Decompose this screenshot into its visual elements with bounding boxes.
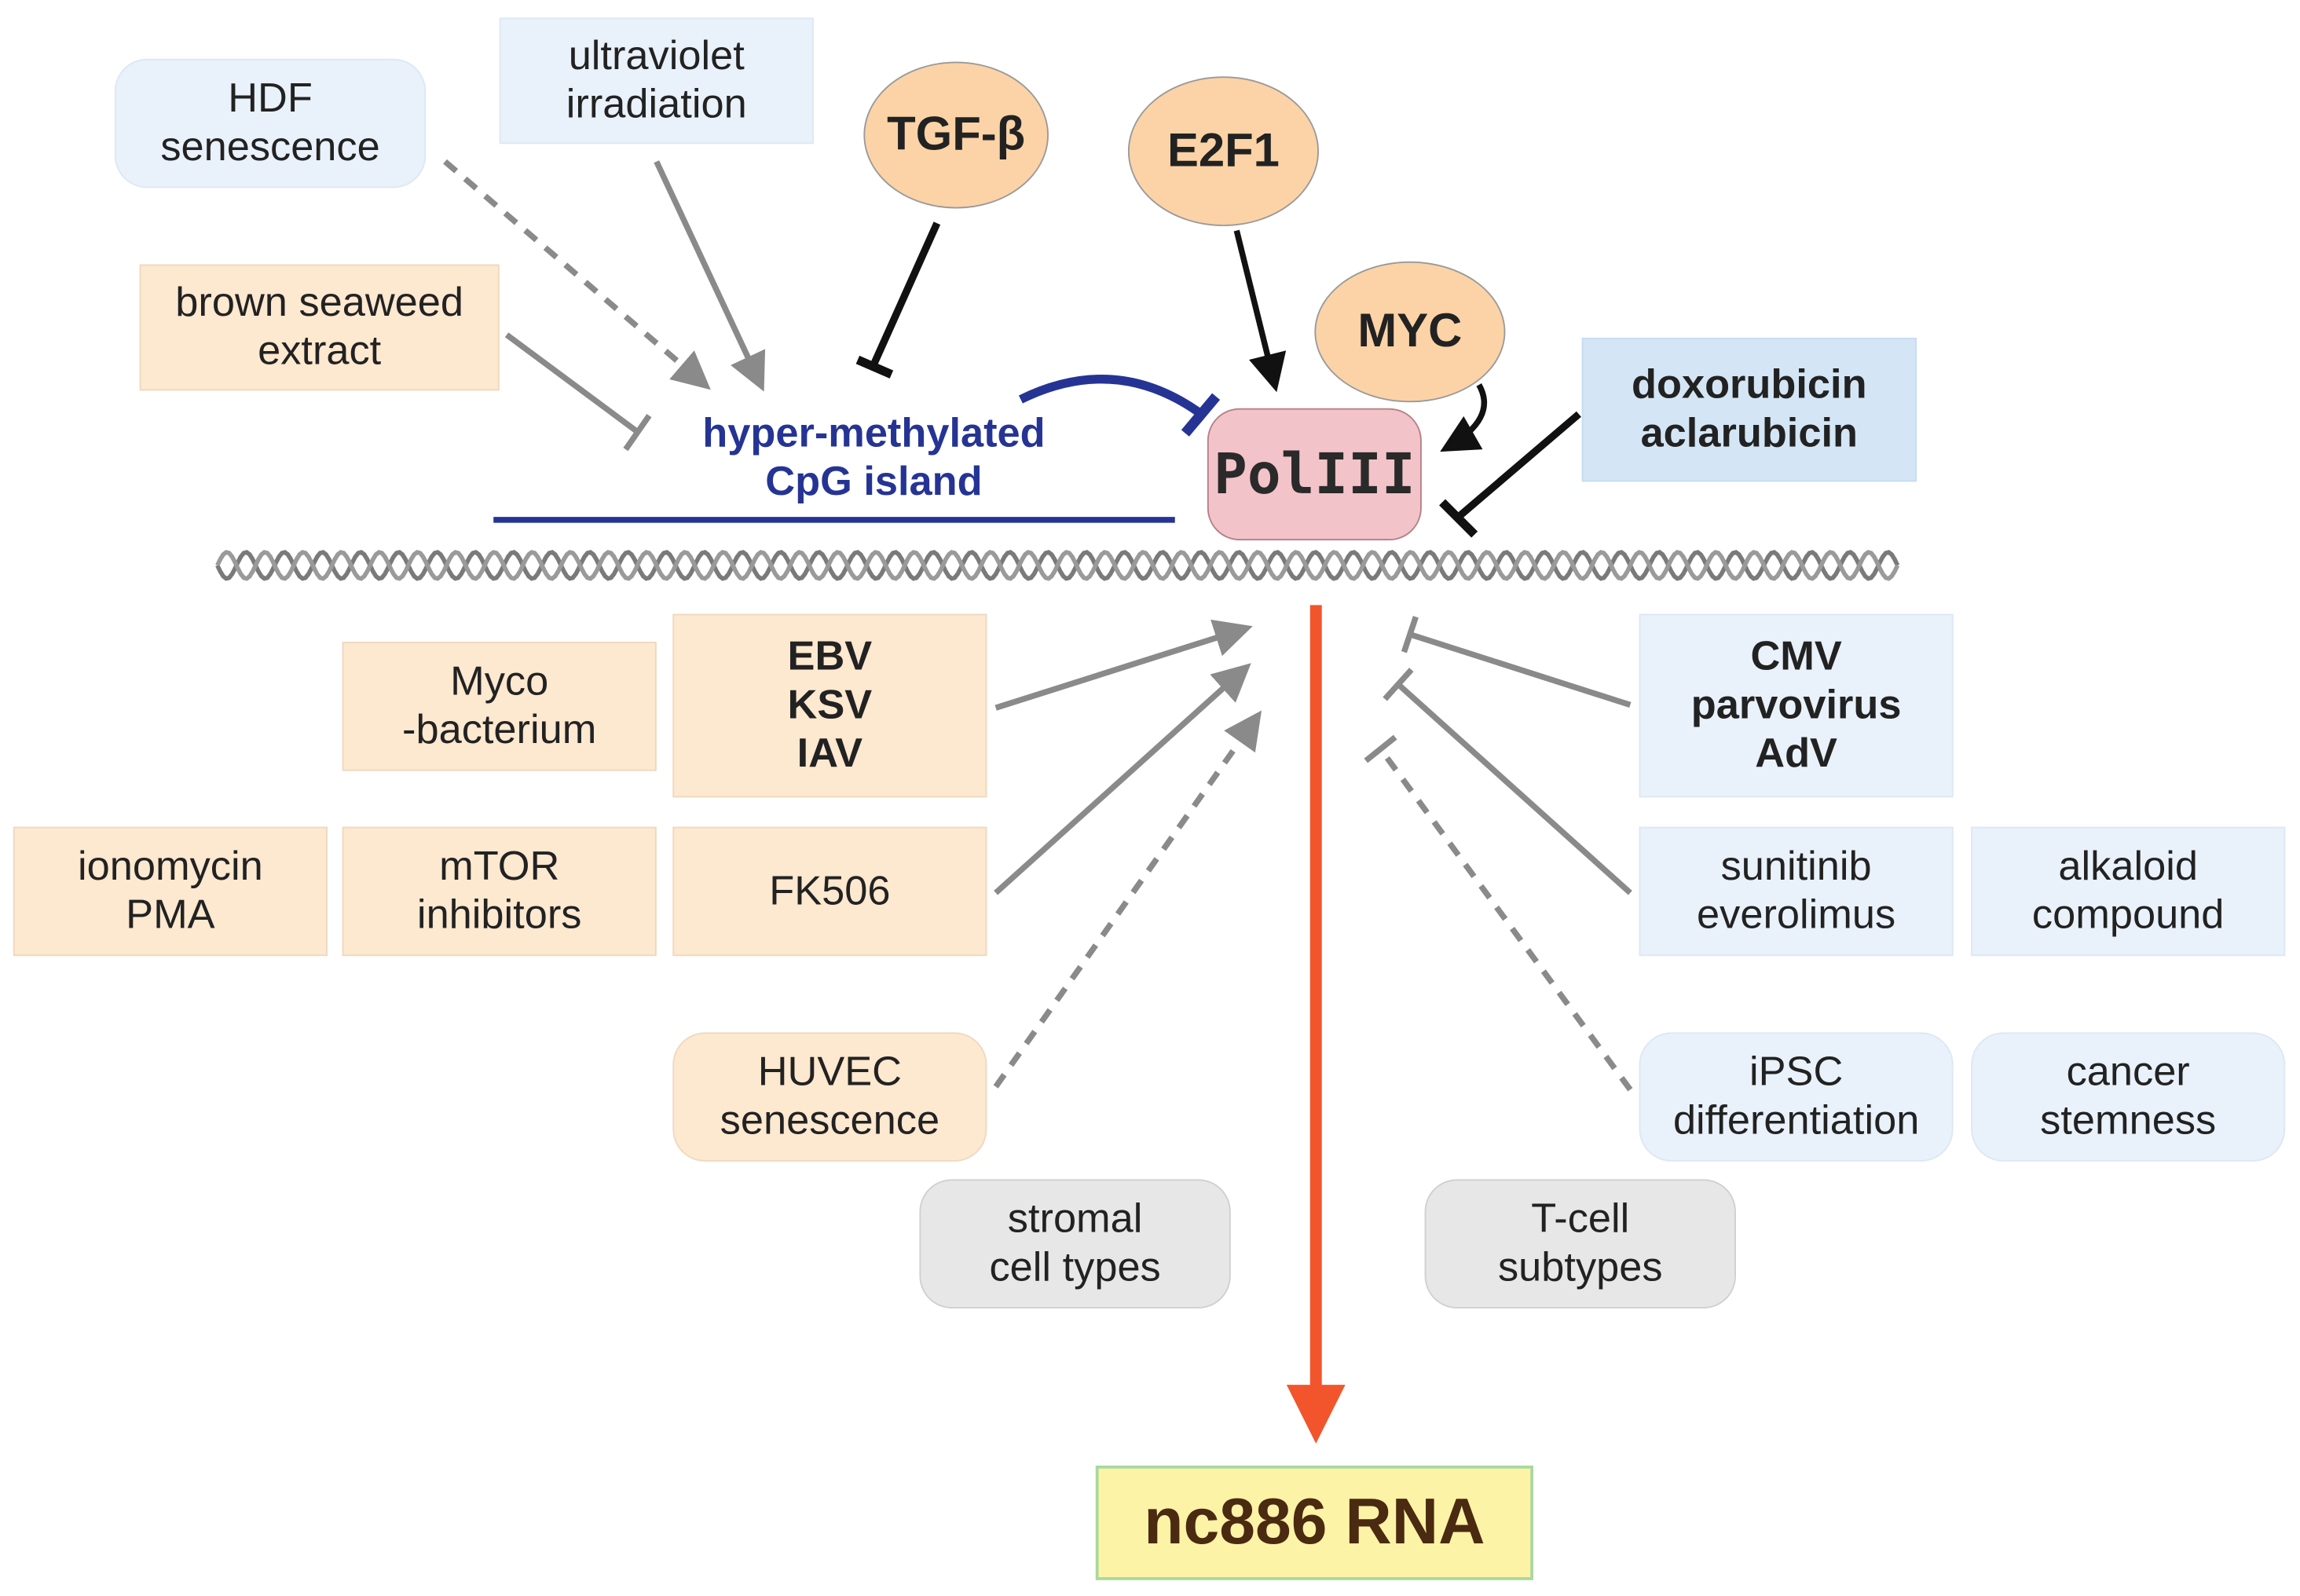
node-e2f1: E2F1 [1127,76,1319,226]
edge-cpg-to-pol3-bar [1181,393,1221,437]
node-myco-bacterium: Myco -bacterium [342,642,657,771]
edge-sunitinib-to-pol3 [1396,682,1632,895]
node-ionomycin-pma-label: ionomycin PMA [78,843,263,937]
node-brown-seaweed: brown seaweed extract [139,264,500,391]
node-tgf-beta-label: TGF-β [887,108,1026,161]
node-stromal-cell-types-label: stromal cell types [989,1195,1161,1290]
edge-huvec-to-pol3 [993,710,1262,1089]
node-alkaloid-compound: alkaloid compound [1971,826,2286,957]
node-uv-irradiation: ultraviolet irradiation [499,17,814,145]
node-cmv-parvovirus-adv: CMV parvovirus AdV [1639,613,1954,798]
node-huvec-senescence: HUVEC senescence [672,1032,987,1162]
node-tcell-subtypes: T-cell subtypes [1424,1179,1736,1309]
node-hdf-senescence: HDF senescence [114,58,427,189]
node-hdf-senescence-label: HDF senescence [160,75,380,170]
node-e2f1-label: E2F1 [1166,123,1280,177]
node-myco-bacterium-label: Myco -bacterium [402,658,597,752]
node-cmv-parvovirus-adv-label: CMV parvovirus AdV [1690,633,1902,775]
node-tgf-beta: TGF-β [863,61,1049,209]
node-mtor-inhibitors: mTOR inhibitors [342,826,657,957]
edge-tgf-beta-to-cpg-bar [855,355,894,379]
node-mtor-inhibitors-label: mTOR inhibitors [416,843,582,937]
edge-fk506-to-pol3 [994,663,1251,895]
edge-brown-seaweed-to-cpg-bar [623,413,652,452]
node-fk506-label: FK506 [769,867,891,913]
node-cpg-island-label: hyper-methylated CpG island [702,410,1046,504]
node-brown-seaweed-label: brown seaweed extract [175,279,464,373]
node-nc886-rna: nc886 RNA [1095,1465,1533,1580]
node-myc: MYC [1314,261,1506,403]
edge-doxorubicin-to-pol3 [1456,411,1581,520]
node-ebv-ksv-iav-label: EBV KSV IAV [787,633,873,775]
edge-cpg-to-pol3 [1018,375,1204,418]
edge-tgf-beta-to-cpg [870,221,941,366]
node-alkaloid-compound-label: alkaloid compound [2031,843,2225,937]
edge-doxorubicin-to-pol3-bar [1439,499,1478,538]
edge-hdf-senescence-to-cpg [443,159,711,390]
edge-ipsc-to-pol3-bar [1364,734,1397,763]
node-ebv-ksv-iav: EBV KSV IAV [672,613,987,798]
edge-sunitinib-to-pol3-bar [1383,668,1414,701]
node-cancer-stemness-label: cancer stemness [2040,1049,2217,1143]
node-ipsc-differentiation-label: iPSC differentiation [1672,1049,1920,1143]
node-ipsc-differentiation: iPSC differentiation [1639,1032,1954,1162]
edge-cmv-to-pol3 [1408,631,1632,708]
edge-myc-to-pol3 [1440,383,1488,452]
node-cpg-island: hyper-methylated CpG island [646,405,1102,511]
node-huvec-senescence-label: HUVEC senescence [720,1049,940,1143]
edge-cmv-to-pol3-bar [1401,616,1419,653]
node-pol3: PolIII [1207,408,1422,541]
edge-ebv-to-pol3 [994,619,1253,711]
node-doxorubicin-label: doxorubicin aclarubicin [1632,361,1867,456]
dna-helix-strand-b [215,550,1900,581]
node-cancer-stemness: cancer stemness [1971,1032,2286,1162]
node-doxorubicin: doxorubicin aclarubicin [1581,338,1917,482]
node-sunitinib-everolimus-label: sunitinib everolimus [1697,843,1896,937]
node-stromal-cell-types: stromal cell types [919,1179,1231,1309]
node-tcell-subtypes-label: T-cell subtypes [1498,1195,1663,1290]
edge-uv-to-cpg [654,160,766,392]
edge-ipsc-to-pol3 [1378,747,1633,1092]
node-fk506: FK506 [672,826,987,957]
node-ionomycin-pma: ionomycin PMA [13,826,328,957]
node-myc-label: MYC [1357,304,1463,357]
node-pol3-label: PolIII [1214,441,1416,507]
node-uv-irradiation-label: ultraviolet irradiation [566,32,747,126]
node-sunitinib-everolimus: sunitinib everolimus [1639,826,1954,957]
node-nc886-rna-label: nc886 RNA [1144,1486,1485,1559]
edge-e2f1-to-pol3 [1233,229,1287,393]
edge-brown-seaweed-to-cpg [504,332,639,434]
